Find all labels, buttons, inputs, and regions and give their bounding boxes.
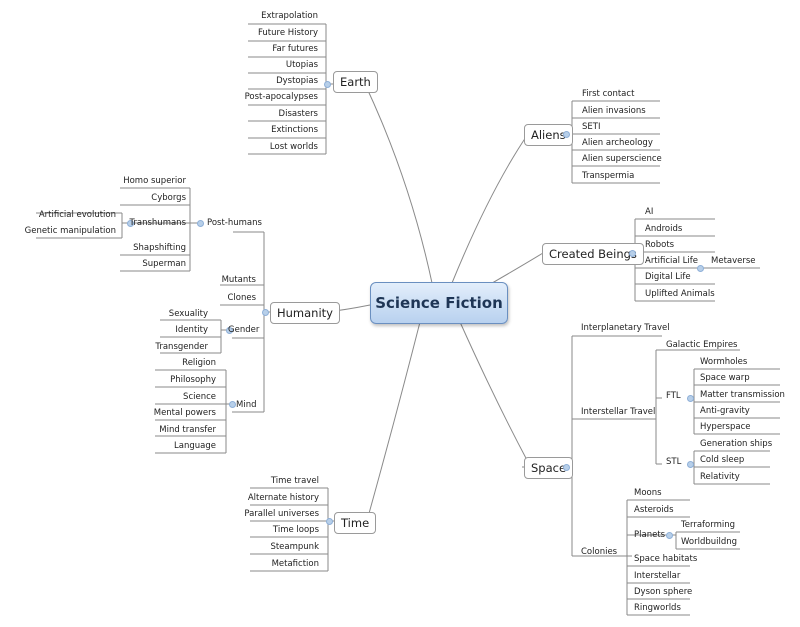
topic-colonies-item[interactable]: Ringworlds	[634, 603, 681, 613]
topic-gender-item[interactable]: Transgender	[155, 342, 208, 352]
topic-aliens-item[interactable]: Transpermia	[582, 171, 635, 181]
topic-time-item[interactable]: Parallel universes	[244, 509, 319, 519]
collapse-dot-icon[interactable]	[629, 250, 636, 257]
topic-mind-item[interactable]: Mental powers	[153, 408, 216, 418]
topic-colonies-item[interactable]: Moons	[634, 488, 662, 498]
collapse-dot-icon[interactable]	[563, 131, 570, 138]
topic-clones[interactable]: Clones	[227, 293, 256, 303]
topic-aliens-item[interactable]: SETI	[582, 122, 601, 132]
topic-ftl[interactable]: FTL	[666, 391, 681, 401]
topic-ftl-item[interactable]: Matter transmission	[700, 390, 785, 400]
topic-ftl-item[interactable]: Space warp	[700, 373, 750, 383]
topic-time-item[interactable]: Time travel	[270, 476, 319, 486]
topic-earth-item[interactable]: Future History	[257, 28, 318, 38]
topic-mind-item[interactable]: Mind transfer	[159, 425, 216, 435]
node-aliens[interactable]: Aliens	[524, 124, 573, 146]
topic-created-item[interactable]: Uplifted Animals	[645, 289, 715, 299]
topic-earth-item[interactable]: Lost worlds	[269, 142, 318, 152]
topic-transhumans-item[interactable]: Artificial evolution	[38, 210, 116, 220]
collapse-dot-icon[interactable]	[197, 220, 204, 227]
topic-time-item[interactable]: Alternate history	[247, 493, 319, 503]
topic-created-item[interactable]: Artificial Life	[645, 256, 698, 266]
topic-planets-item[interactable]: Terraforming	[681, 520, 735, 530]
topic-post-humans[interactable]: Post-humans	[207, 218, 262, 228]
node-humanity[interactable]: Humanity	[270, 302, 340, 324]
topic-aliens-item[interactable]: First contact	[582, 89, 635, 99]
node-earth[interactable]: Earth	[333, 71, 378, 93]
topic-earth-item[interactable]: Disasters	[278, 109, 318, 119]
topic-interplanetary-travel[interactable]: Interplanetary Travel	[581, 323, 670, 333]
topic-gender[interactable]: Gender	[228, 325, 260, 335]
topic-created-item[interactable]: Robots	[645, 240, 675, 250]
topic-time-item[interactable]: Steampunk	[270, 542, 319, 552]
topic-stl-item[interactable]: Relativity	[700, 472, 740, 482]
topic-stl-item[interactable]: Generation ships	[700, 439, 773, 449]
node-created-beings[interactable]: Created Beings	[542, 243, 644, 265]
topic-ftl-item[interactable]: Anti-gravity	[700, 406, 750, 416]
topic-planets-item[interactable]: Worldbuildng	[681, 537, 738, 547]
topic-posthumans-item[interactable]: Homo superior	[123, 176, 186, 186]
topic-time-item[interactable]: Metafiction	[271, 559, 319, 569]
topic-earth-item[interactable]: Utopias	[285, 60, 318, 70]
node-space[interactable]: Space	[524, 457, 574, 479]
topic-metaverse[interactable]: Metaverse	[711, 256, 756, 266]
topic-mind-item[interactable]: Science	[183, 392, 216, 402]
topic-mutants[interactable]: Mutants	[221, 275, 256, 285]
topic-earth-item[interactable]: Extinctions	[271, 125, 318, 135]
topic-aliens-item[interactable]: Alien archeology	[582, 138, 653, 148]
topic-planets[interactable]: Planets	[634, 530, 666, 540]
collapse-dot-icon[interactable]	[697, 265, 704, 272]
collapse-dot-icon[interactable]	[226, 327, 233, 334]
topic-colonies[interactable]: Colonies	[581, 547, 618, 557]
topic-mind-item[interactable]: Religion	[182, 358, 216, 368]
topic-ftl-item[interactable]: Hyperspace	[700, 422, 751, 432]
topic-colonies-item[interactable]: Space habitats	[634, 554, 698, 564]
topic-gender-item[interactable]: Sexuality	[168, 309, 208, 319]
topic-posthumans-item[interactable]: Shapshifting	[133, 243, 186, 253]
topic-created-item[interactable]: Digital Life	[645, 272, 691, 282]
topic-earth-item[interactable]: Post-apocalypses	[244, 92, 318, 102]
topic-mind[interactable]: Mind	[236, 400, 257, 410]
collapse-dot-icon[interactable]	[666, 532, 673, 539]
topic-interstellar-travel[interactable]: Interstellar Travel	[581, 407, 656, 417]
topic-created-item[interactable]: Androids	[645, 224, 683, 234]
topic-colonies-item[interactable]: Asteroids	[634, 505, 674, 515]
topic-galactic-empires[interactable]: Galactic Empires	[666, 340, 738, 350]
topic-stl[interactable]: STL	[666, 457, 682, 467]
topic-transhumans-item[interactable]: Genetic manipulation	[24, 226, 116, 236]
collapse-dot-icon[interactable]	[687, 395, 694, 402]
topic-stl-item[interactable]: Cold sleep	[700, 455, 745, 465]
node-time[interactable]: Time	[334, 512, 377, 534]
topic-colonies-item[interactable]: Dyson sphere	[634, 587, 693, 597]
central-topic[interactable]: Science Fiction	[370, 282, 508, 324]
topic-earth-item[interactable]: Extrapolation	[261, 11, 318, 21]
topic-earth-item[interactable]: Far futures	[272, 44, 318, 54]
topic-time-item[interactable]: Time loops	[272, 525, 319, 535]
topic-posthumans-item[interactable]: Superman	[142, 259, 186, 269]
topic-transhumans[interactable]: Transhumans	[129, 218, 186, 228]
topic-colonies-item[interactable]: Interstellar	[634, 571, 681, 581]
collapse-dot-icon[interactable]	[262, 309, 269, 316]
topic-posthumans-item[interactable]: Cyborgs	[151, 193, 186, 203]
collapse-dot-icon[interactable]	[229, 401, 236, 408]
topic-created-item[interactable]: AI	[645, 207, 654, 217]
collapse-dot-icon[interactable]	[127, 220, 134, 227]
collapse-dot-icon[interactable]	[326, 518, 333, 525]
topic-gender-item[interactable]: Identity	[175, 325, 208, 335]
topic-aliens-item[interactable]: Alien invasions	[582, 106, 646, 116]
collapse-dot-icon[interactable]	[563, 464, 570, 471]
topic-aliens-item[interactable]: Alien superscience	[582, 154, 662, 164]
topic-mind-item[interactable]: Language	[174, 441, 216, 451]
topic-earth-item[interactable]: Dystopias	[276, 76, 318, 86]
topic-ftl-item[interactable]: Wormholes	[700, 357, 748, 367]
collapse-dot-icon[interactable]	[324, 81, 331, 88]
collapse-dot-icon[interactable]	[687, 461, 694, 468]
topic-mind-item[interactable]: Philosophy	[170, 375, 216, 385]
